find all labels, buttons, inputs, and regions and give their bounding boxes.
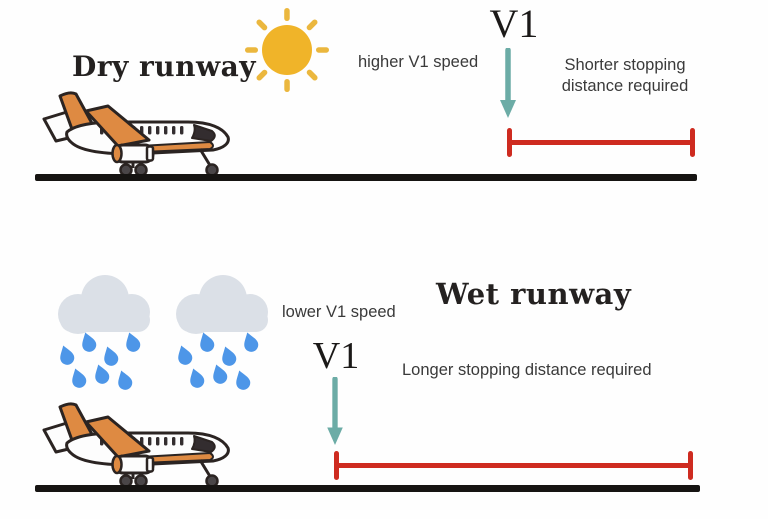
measure-bar bbox=[336, 463, 691, 468]
rain-cloud-icon bbox=[48, 270, 163, 392]
wet-runway-title: Wet runway bbox=[436, 277, 632, 311]
wet-stopping-distance-line bbox=[334, 451, 693, 480]
dry-runway-strip bbox=[35, 174, 697, 181]
dry-speed-note: higher V1 speed bbox=[358, 53, 479, 71]
sun-icon bbox=[245, 8, 329, 92]
wet-stopping-note: Longer stopping distance required bbox=[402, 361, 652, 379]
airplane-icon bbox=[42, 402, 238, 490]
dry-stopping-distance-line bbox=[507, 128, 695, 157]
dry-stopping-note: Shorter stopping distance required bbox=[550, 55, 700, 97]
wet-runway-strip bbox=[35, 485, 700, 492]
dry-stopping-note-line2: distance required bbox=[561, 77, 689, 95]
wet-speed-note: lower V1 speed bbox=[282, 303, 396, 321]
measure-cap-right bbox=[688, 451, 693, 480]
wet-v1-label: V1 bbox=[312, 335, 360, 377]
arrow-down-icon bbox=[326, 377, 344, 447]
airplane-icon bbox=[42, 91, 238, 179]
dry-v1-label: V1 bbox=[489, 1, 539, 46]
measure-bar bbox=[509, 140, 693, 145]
dry-runway-title: Dry runway bbox=[72, 50, 257, 83]
rain-cloud-icon bbox=[166, 270, 281, 392]
dry-stopping-note-line1: Shorter stopping bbox=[564, 56, 686, 74]
measure-cap-right bbox=[690, 128, 695, 157]
arrow-down-icon bbox=[499, 48, 517, 120]
